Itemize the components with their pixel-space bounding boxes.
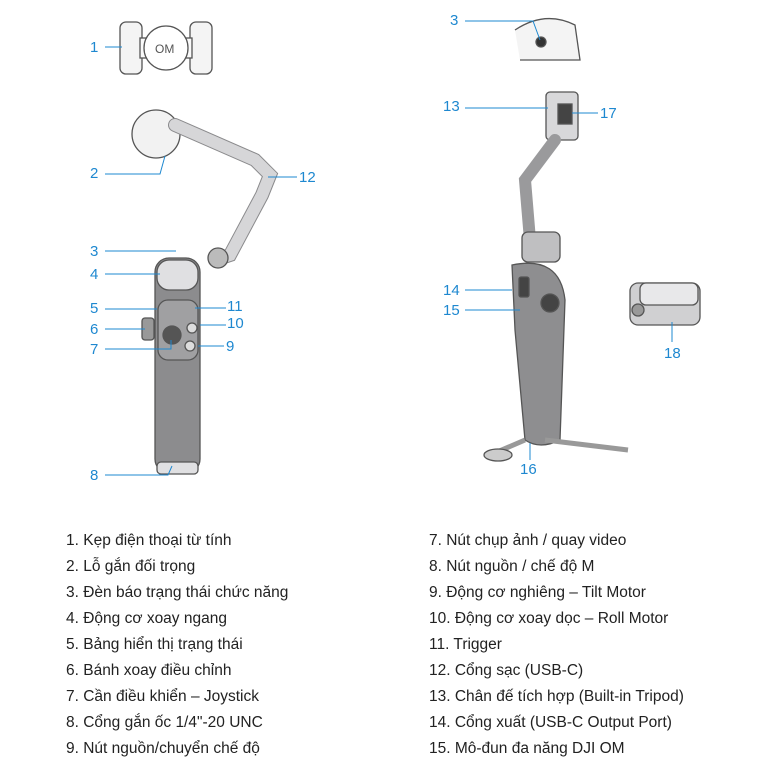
legend-item: 14. Cổng xuất (USB-C Output Port) bbox=[429, 714, 672, 731]
callout-2: 2 bbox=[90, 165, 99, 182]
legend-item: 2. Lỗ gắn đối trọng bbox=[66, 558, 196, 575]
phone-clamp-drawing: OM bbox=[119, 21, 213, 75]
legend-list-right: 7. Nút chụp ảnh / quay video 8. Nút nguồ… bbox=[429, 531, 684, 765]
legend-item: 15. Mô-đun đa năng DJI OM bbox=[429, 740, 625, 757]
callout-lines bbox=[105, 20, 673, 476]
gimbal-front-drawing bbox=[131, 109, 279, 475]
legend-item: 8. Cổng gắn ốc 1/4"-20 UNC bbox=[66, 714, 263, 731]
gimbal-diagram: OM bbox=[105, 17, 701, 476]
legend-item: 5. Bảng hiển thị trạng thái bbox=[66, 636, 243, 653]
legend-item: 7. Cần điều khiển – Joystick bbox=[66, 688, 259, 705]
callout-12: 12 bbox=[299, 169, 316, 186]
callout-7: 7 bbox=[90, 341, 99, 358]
callout-8: 8 bbox=[90, 467, 99, 484]
legend-list-left: 1. Kẹp điện thoại từ tính 2. Lỗ gắn đối … bbox=[66, 531, 288, 765]
legend-item: 9. Nút nguồn/chuyển chế độ bbox=[66, 740, 260, 757]
legend-item: 1. Kẹp điện thoại từ tính bbox=[66, 532, 232, 549]
svg-text:OM: OM bbox=[155, 42, 174, 56]
callout-r3: 3 bbox=[450, 12, 459, 29]
callout-3: 3 bbox=[90, 243, 99, 260]
legend-item: 7. Nút chụp ảnh / quay video bbox=[429, 532, 627, 549]
callout-14: 14 bbox=[443, 282, 460, 299]
callout-11: 11 bbox=[227, 298, 243, 315]
om-module-drawing bbox=[629, 282, 701, 326]
callout-1: 1 bbox=[90, 39, 99, 56]
legend-item: 9. Động cơ nghiêng – Tilt Motor bbox=[429, 584, 646, 601]
callout-16: 16 bbox=[520, 461, 537, 478]
legend-item: 13. Chân đế tích hợp (Built-in Tripod) bbox=[429, 688, 684, 705]
callout-17: 17 bbox=[600, 105, 617, 122]
legend-item: 6. Bánh xoay điều chỉnh bbox=[66, 662, 232, 679]
callout-18: 18 bbox=[664, 345, 681, 362]
legend-item: 3. Đèn báo trạng thái chức năng bbox=[66, 584, 289, 601]
callout-4: 4 bbox=[90, 266, 99, 283]
callout-10: 10 bbox=[227, 315, 244, 332]
callout-6: 6 bbox=[90, 321, 99, 338]
callout-5: 5 bbox=[90, 300, 99, 317]
legend-item: 4. Động cơ xoay ngang bbox=[66, 610, 227, 627]
callout-15: 15 bbox=[443, 302, 460, 319]
callout-13: 13 bbox=[443, 98, 460, 115]
legend-item: 10. Động cơ xoay dọc – Roll Motor bbox=[429, 610, 669, 627]
callout-9: 9 bbox=[226, 338, 235, 355]
legend-item: 11. Trigger bbox=[429, 636, 502, 653]
legend-item: 8. Nút nguồn / chế độ M bbox=[429, 558, 595, 575]
gimbal-side-drawing bbox=[483, 17, 629, 462]
legend-item: 12. Cổng sạc (USB-C) bbox=[429, 662, 584, 679]
